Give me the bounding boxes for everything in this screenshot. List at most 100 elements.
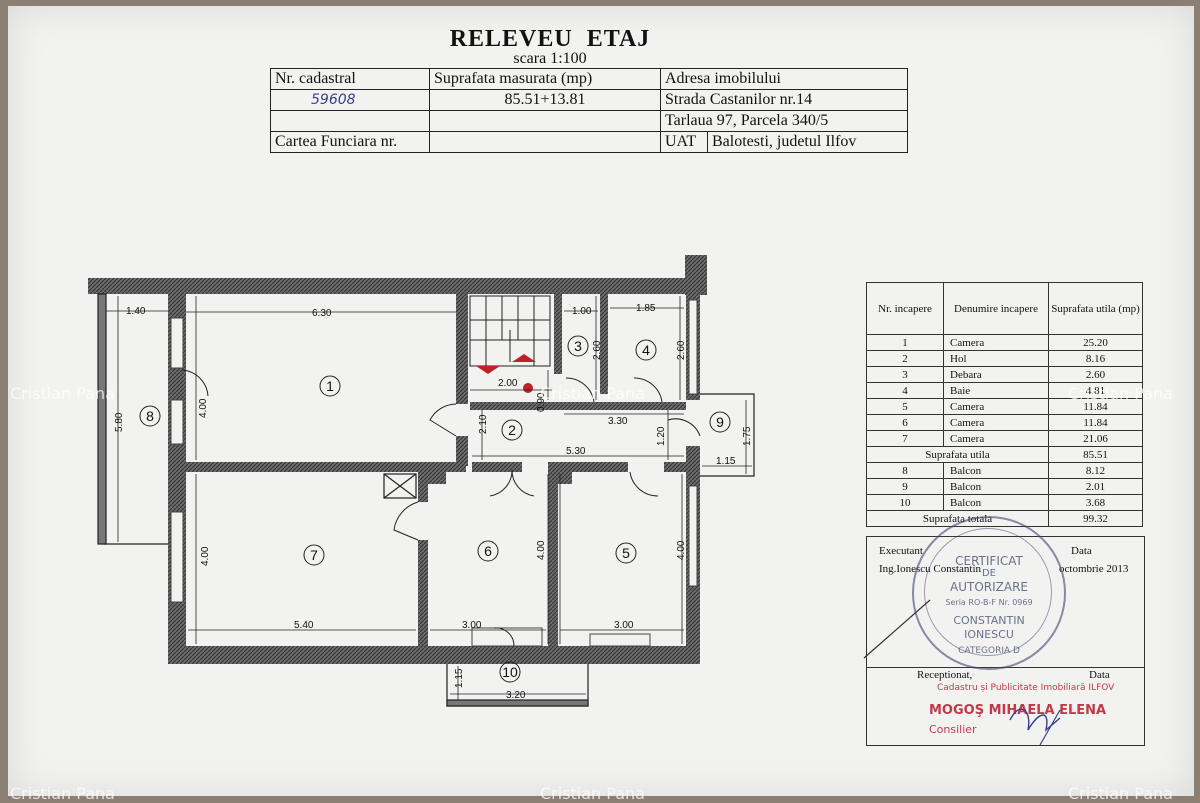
- room-name: Camera: [943, 398, 1049, 415]
- stamp-text: Seria RO-B-F Nr. 0969: [945, 598, 1033, 607]
- stair-arrow-down: [476, 366, 500, 374]
- dim-label: 4.00: [676, 540, 687, 560]
- dim-label: 4.00: [198, 398, 209, 418]
- room-area: 2.01: [1048, 478, 1143, 495]
- signatures: [863, 599, 1061, 746]
- watermark: Cristian Pana: [540, 784, 645, 803]
- room-name: Baie: [943, 382, 1049, 399]
- room-name: Balcon: [943, 462, 1049, 479]
- reception-label: Receptionat,: [917, 669, 973, 681]
- executant-date: octombrie 2013: [1059, 563, 1129, 575]
- room-number: 2: [508, 422, 516, 438]
- dim-label: 0.90: [536, 392, 547, 412]
- stair-arrow-up: [512, 354, 536, 362]
- header-room-name: Denumire incapere: [943, 282, 1049, 335]
- dim-label: 1.00: [572, 306, 592, 317]
- red-marker: [523, 383, 533, 393]
- page-title: RELEVEU ETAJ: [449, 26, 651, 52]
- dim-label: 4.00: [536, 540, 547, 560]
- dim-label: 2.10: [478, 414, 489, 434]
- dim-label: 2.00: [498, 378, 518, 389]
- dim-label: 5.30: [566, 446, 586, 457]
- room-nr: 5: [866, 398, 944, 415]
- certificate-stamp: CERTIFICAT DE AUTORIZARE Seria RO-B-F Nr…: [912, 516, 1066, 670]
- room-nr: 3: [866, 366, 944, 383]
- walls: [88, 255, 707, 664]
- room-area: 21.06: [1048, 430, 1143, 447]
- room-number: 3: [574, 338, 582, 354]
- room-number: 7: [310, 547, 318, 563]
- stamp-text: IONESCU: [964, 628, 1014, 641]
- watermark: Cristian Pana: [10, 384, 115, 403]
- header-room-nr: Nr. incapere: [866, 282, 944, 335]
- room-area: 25.20: [1048, 334, 1143, 351]
- room-name: Balcon: [943, 494, 1049, 511]
- carte-funciara-label: Cartea Funciara nr.: [270, 131, 430, 153]
- room-number-circles: [139, 335, 731, 683]
- room-number: 1: [326, 378, 334, 394]
- address-line-1: Strada Castanilor nr.14: [660, 89, 908, 111]
- dimension-lines: [106, 296, 752, 700]
- dim-label: 1.85: [636, 303, 656, 314]
- room-number: 8: [146, 408, 154, 424]
- dim-label: 6.30: [312, 308, 332, 319]
- room-number: 5: [622, 545, 630, 561]
- watermark: Cristian Pana: [1068, 384, 1173, 403]
- dimension-labels: 1.40 6.30 1.00 1.85 2.60 2.60 5.80 4.00 …: [114, 303, 753, 701]
- receiver-role: Consilier: [929, 723, 977, 736]
- stamp-text: AUTORIZARE: [950, 580, 1028, 594]
- room-nr: 6: [866, 414, 944, 431]
- reception-date-label: Data: [1089, 669, 1110, 681]
- watermark: Cristian Pana: [540, 384, 645, 403]
- windows: [170, 299, 698, 647]
- room-name: Debara: [943, 366, 1049, 383]
- dim-label: 2.60: [676, 340, 687, 360]
- room-name: Camera: [943, 334, 1049, 351]
- chimney: [383, 473, 417, 499]
- room-nr: 7: [866, 430, 944, 447]
- cadastre-office: Cadastru și Publicitate Imobiliară ILFOV: [937, 683, 1115, 693]
- room-area: 8.16: [1048, 350, 1143, 367]
- room-number: 10: [502, 664, 518, 680]
- stamp-text: CERTIFICAT: [955, 554, 1023, 568]
- room-number: 4: [642, 342, 650, 358]
- floor-plan: 1.40 6.30 1.00 1.85 2.60 2.60 5.80 4.00 …: [88, 255, 755, 707]
- scale-label: scara 1:100: [513, 50, 587, 67]
- dim-label: 5.80: [114, 412, 125, 432]
- room-nr: 4: [866, 382, 944, 399]
- executant-label: Executant: [879, 545, 923, 557]
- dim-label: 1.75: [742, 426, 753, 446]
- header-room-area: Suprafata utila (mp): [1048, 282, 1143, 335]
- dim-label: 5.40: [294, 620, 314, 631]
- room-number: 6: [484, 543, 492, 559]
- rooms-table: Nr. incapere Denumire incapere Suprafata…: [866, 282, 1143, 527]
- uat-value: Balotesti, judetul Ilfov: [707, 131, 908, 153]
- room-area: 8.12: [1048, 462, 1143, 479]
- dim-label: 3.30: [608, 416, 628, 427]
- watermark: Cristian Pana: [10, 784, 115, 803]
- doors: [181, 369, 701, 647]
- dim-label: 1.40: [126, 306, 146, 317]
- dim-label: 1.15: [454, 668, 465, 688]
- dim-label: 3.20: [506, 690, 526, 701]
- room-nr: 8: [866, 462, 944, 479]
- room-nr: 2: [866, 350, 944, 367]
- balconies: [97, 293, 755, 707]
- room-nr: 1: [866, 334, 944, 351]
- total-value: 99.32: [1048, 510, 1143, 527]
- executant-date-label: Data: [1071, 545, 1092, 557]
- stamp-text: DE: [981, 568, 997, 579]
- room-numbers: 1 2 3 4 5 6 7 8 9 10: [146, 338, 724, 680]
- room-nr: 10: [866, 494, 944, 511]
- room-name: Hol: [943, 350, 1049, 367]
- dim-label: 3.00: [462, 620, 482, 631]
- room-name: Camera: [943, 430, 1049, 447]
- dim-label: 1.20: [656, 426, 667, 446]
